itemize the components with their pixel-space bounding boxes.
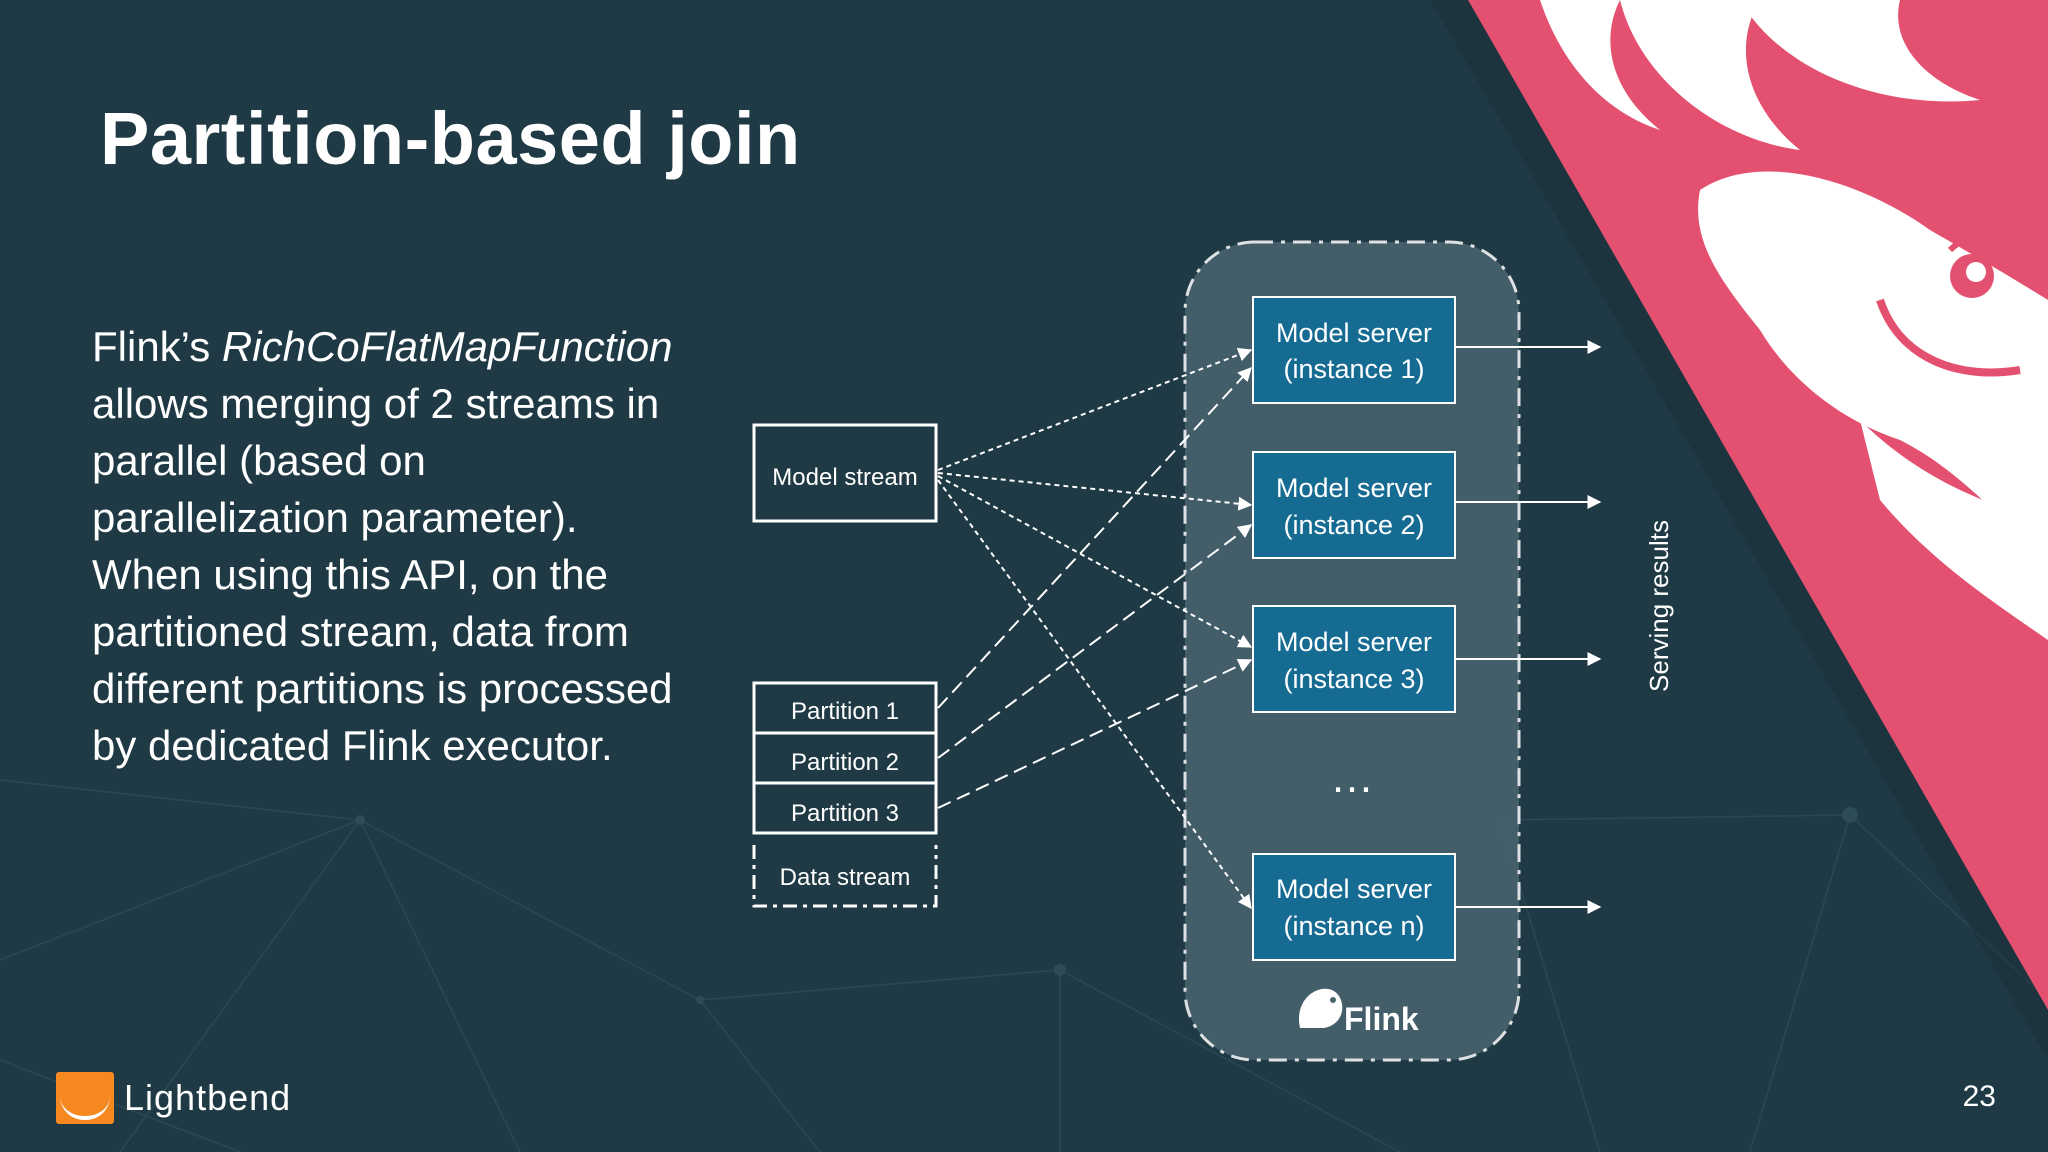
model-to-server-3-arrow bbox=[937, 475, 1253, 648]
partition-3-box bbox=[752, 781, 938, 835]
body-text-rest: allows merging of 2 streams in parallel … bbox=[92, 380, 673, 769]
model-server-1-box bbox=[1252, 296, 1456, 404]
partition-3-to-server-3-arrow bbox=[937, 659, 1253, 809]
model-server-2-label: Model server bbox=[1276, 473, 1432, 503]
model-server-1-label: Model server bbox=[1276, 318, 1432, 348]
body-text-function-name: RichCoFlatMapFunction bbox=[221, 323, 673, 370]
partition-1-to-server-1-arrow bbox=[937, 366, 1252, 709]
flink-label: Flink bbox=[1344, 1001, 1419, 1037]
lightbend-logo: Lightbend bbox=[56, 1072, 291, 1124]
partition-2-label: Partition 2 bbox=[791, 749, 899, 776]
partition-2-to-server-2-arrow bbox=[937, 524, 1253, 759]
model-server-2-instance: (instance 2) bbox=[1283, 510, 1424, 540]
data-stream-bracket bbox=[752, 845, 938, 908]
model-stream-label: Model stream bbox=[772, 464, 917, 491]
slide-body-text: Flink’s RichCoFlatMapFunction allows mer… bbox=[92, 318, 692, 774]
model-server-n-box bbox=[1252, 853, 1456, 961]
model-to-server-1-arrow bbox=[937, 347, 1253, 471]
model-server-1-instance: (instance 1) bbox=[1283, 354, 1424, 384]
data-stream-label: Data stream bbox=[780, 864, 911, 891]
model-server-n-instance: (instance n) bbox=[1283, 911, 1424, 941]
more-servers-ellipsis: … bbox=[1330, 753, 1378, 802]
page-number: 23 bbox=[1962, 1080, 1996, 1113]
partition-3-label: Partition 3 bbox=[791, 800, 899, 827]
model-server-2-box bbox=[1252, 451, 1456, 559]
model-server-3-label: Model server bbox=[1276, 627, 1432, 657]
lightbend-logo-icon bbox=[56, 1072, 114, 1124]
model-server-3-instance: (instance 3) bbox=[1283, 664, 1424, 694]
model-stream-box bbox=[752, 423, 938, 523]
lightbend-logo-text: Lightbend bbox=[124, 1077, 292, 1118]
flink-squirrel-icon bbox=[1298, 988, 1343, 1028]
model-to-server-n-arrow bbox=[937, 479, 1252, 910]
partition-1-label: Partition 1 bbox=[791, 698, 899, 725]
model-server-n-label: Model server bbox=[1276, 874, 1432, 904]
model-to-server-2-arrow bbox=[937, 472, 1253, 511]
body-text-prefix: Flink’s bbox=[92, 323, 222, 370]
slide-title: Partition-based join bbox=[100, 97, 801, 180]
model-server-3-box bbox=[1252, 605, 1456, 713]
serving-results-label: Serving results bbox=[1644, 520, 1674, 692]
